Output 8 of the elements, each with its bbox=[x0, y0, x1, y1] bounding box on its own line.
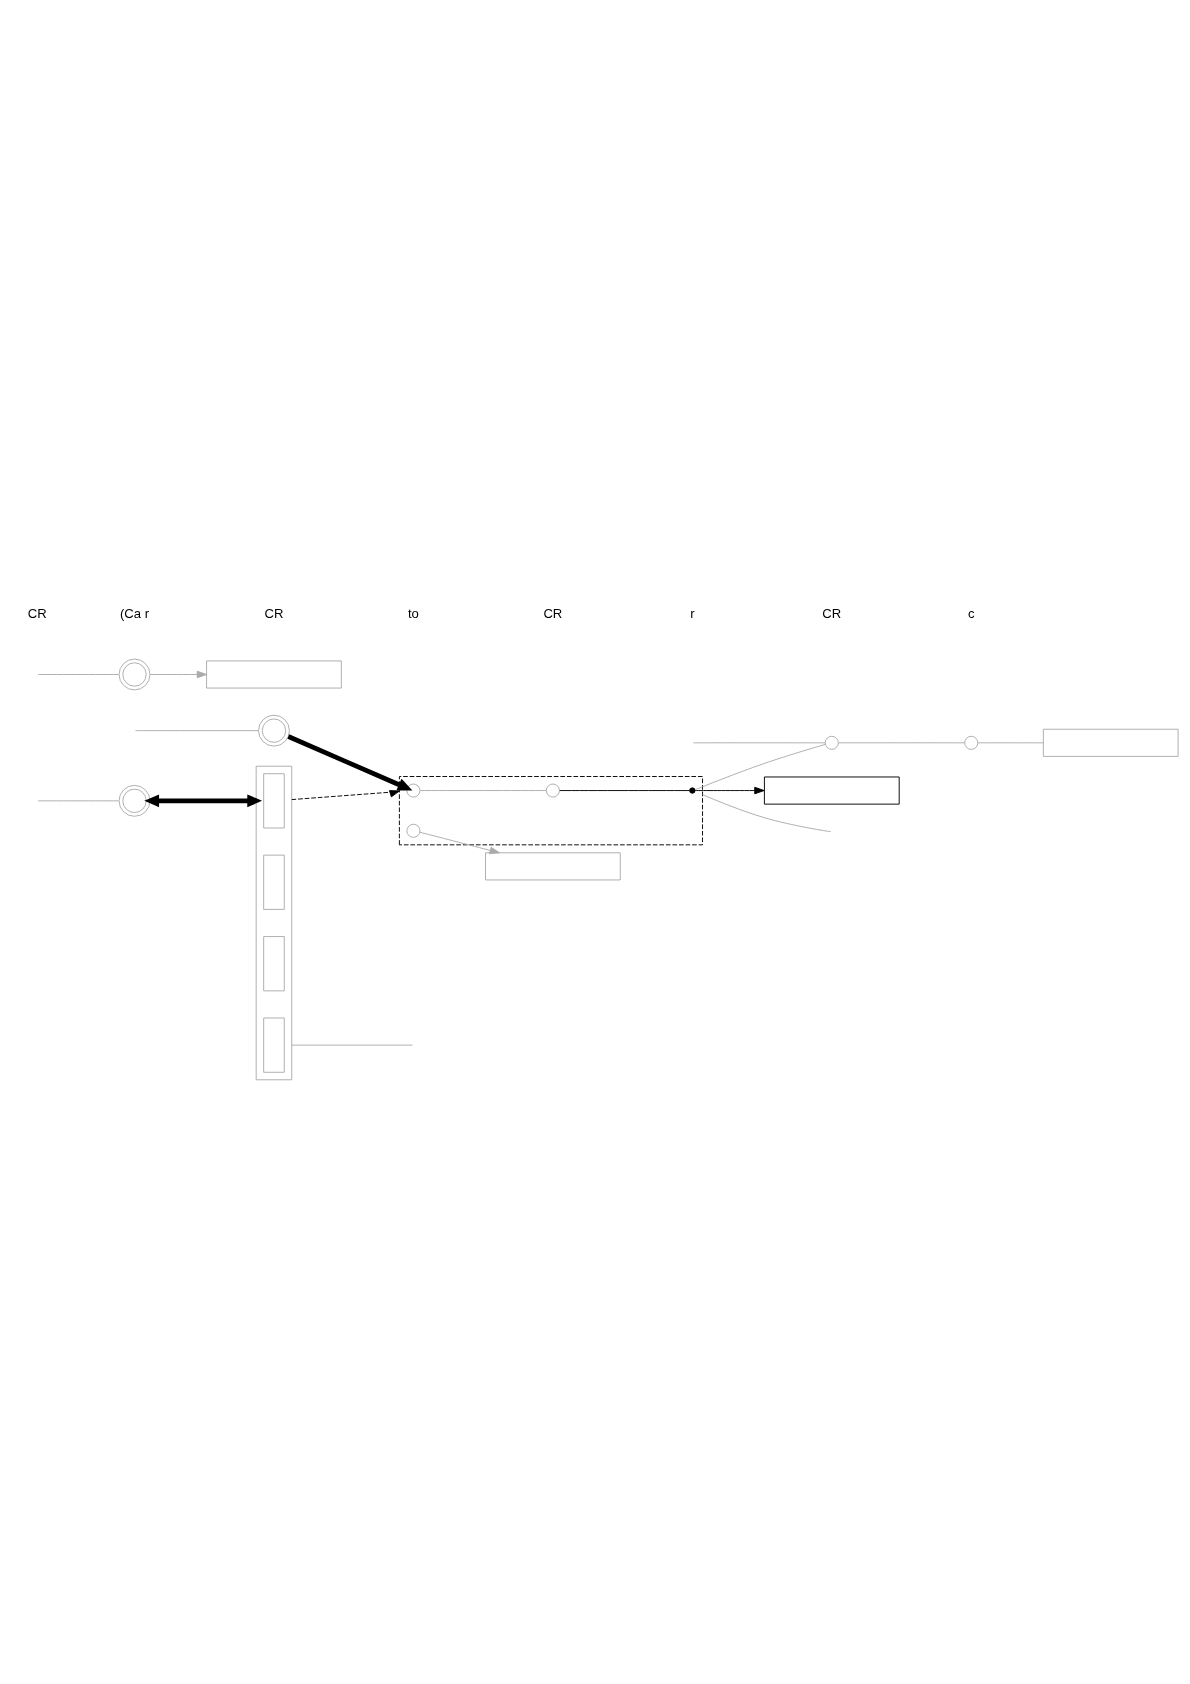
label: CR bbox=[822, 605, 842, 621]
label: (Ca r bbox=[119, 605, 150, 621]
label: CR bbox=[543, 605, 563, 621]
label: r bbox=[690, 605, 695, 621]
label: to bbox=[407, 605, 419, 621]
label: CR bbox=[264, 605, 284, 621]
label: c bbox=[967, 605, 975, 621]
label: CR bbox=[27, 605, 47, 621]
